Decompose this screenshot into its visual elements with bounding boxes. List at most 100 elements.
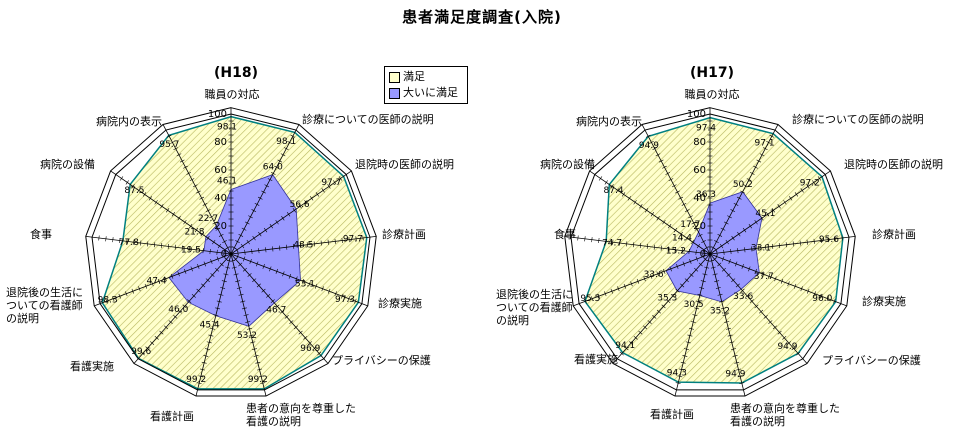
spoke-tick xyxy=(292,243,295,249)
spoke-tick xyxy=(751,246,753,252)
spoke-tick xyxy=(328,288,331,294)
spoke-tick xyxy=(170,141,175,144)
spoke-tick xyxy=(639,243,642,249)
spoke-tick xyxy=(148,196,153,201)
spoke-tick xyxy=(279,309,285,314)
spoke-tick xyxy=(238,262,243,267)
spoke-tick xyxy=(771,243,774,249)
spoke-tick xyxy=(786,341,791,345)
spoke-tick xyxy=(723,221,729,225)
spoke-tick xyxy=(243,314,249,317)
spoke-tick xyxy=(726,273,731,277)
radial-tick-label: 20 xyxy=(214,221,227,232)
spoke-tick xyxy=(166,134,172,138)
category-label: 退院後の生活についての看護師の説明 xyxy=(6,285,83,325)
spoke-tick xyxy=(225,266,231,269)
spoke-tick xyxy=(281,215,285,221)
legend-swatch-satisfied xyxy=(389,71,400,83)
spoke-tick xyxy=(669,266,672,272)
spoke-tick xyxy=(737,231,741,237)
spoke-tick xyxy=(766,141,771,144)
category-label: プライバシーの保護 xyxy=(332,353,431,367)
radial-tick-label: 60 xyxy=(693,165,706,176)
spoke-tick xyxy=(140,240,142,246)
spoke-tick xyxy=(679,368,685,371)
spoke-tick xyxy=(142,192,147,197)
value-label-satisfied: 94.9 xyxy=(725,369,745,379)
spoke-tick xyxy=(754,304,759,309)
spoke xyxy=(589,170,711,255)
value-label-very-satisfied: 36.3 xyxy=(696,190,716,200)
category-label: 看護実施 xyxy=(70,359,114,373)
spoke-tick xyxy=(170,273,174,279)
spoke-tick xyxy=(275,219,279,225)
legend-item-very-satisfied: 大いに満足 xyxy=(389,86,458,100)
spoke-tick xyxy=(258,248,260,254)
spoke-tick xyxy=(702,273,708,276)
spoke-tick xyxy=(275,304,280,309)
spoke xyxy=(230,253,267,397)
spoke-tick xyxy=(197,263,200,269)
spoke-tick xyxy=(743,184,749,188)
spoke-tick xyxy=(785,242,788,248)
spoke-tick xyxy=(800,188,804,193)
spoke-tick xyxy=(642,325,648,330)
spoke-tick xyxy=(269,223,273,229)
spoke-tick xyxy=(769,134,775,138)
spoke-tick xyxy=(772,325,778,330)
spoke-tick xyxy=(321,286,324,292)
spoke-tick xyxy=(701,240,706,244)
spoke-tick xyxy=(584,236,586,242)
spoke-tick xyxy=(133,239,135,245)
radial-tick-label: 0 xyxy=(221,249,227,260)
spoke xyxy=(709,235,856,255)
spoke-tick xyxy=(656,271,659,277)
spoke-tick xyxy=(321,188,325,193)
category-label: 患者の意向を尊重した看護の説明 xyxy=(730,401,840,428)
spoke-tick xyxy=(254,202,260,206)
category-label: 看護実施 xyxy=(574,352,618,366)
spoke-tick xyxy=(730,248,732,254)
category-label: 患者の意向を尊重した看護の説明 xyxy=(246,401,356,428)
value-label-satisfied: 74.7 xyxy=(602,239,622,249)
spoke-tick xyxy=(759,153,765,157)
spoke-tick xyxy=(173,314,178,319)
spoke-tick xyxy=(306,242,309,248)
spoke-tick xyxy=(253,355,259,357)
spoke-tick xyxy=(791,346,796,351)
spoke-tick xyxy=(633,200,637,205)
spoke-tick xyxy=(235,240,240,244)
spoke-tick xyxy=(218,293,224,296)
spoke-tick xyxy=(210,327,216,330)
spoke-tick xyxy=(137,188,141,193)
spoke xyxy=(230,253,368,307)
spoke-tick xyxy=(151,281,154,287)
spoke-tick xyxy=(765,212,770,217)
spoke-tick xyxy=(205,278,210,283)
radial-tick-label: 100 xyxy=(687,109,706,120)
spoke-tick xyxy=(733,202,739,206)
spoke-tick xyxy=(782,335,787,340)
spoke-tick xyxy=(131,288,134,294)
spoke-tick xyxy=(721,267,726,272)
spoke-tick xyxy=(676,263,679,269)
spoke-tick xyxy=(210,259,213,264)
spoke-tick xyxy=(638,330,643,335)
spoke-tick xyxy=(164,276,167,282)
spoke-tick xyxy=(222,240,227,244)
legend-label-satisfied: 満足 xyxy=(403,70,425,83)
spoke-tick xyxy=(283,147,289,151)
spoke-tick xyxy=(645,134,651,138)
spoke-tick xyxy=(604,291,607,297)
spoke-tick xyxy=(131,184,135,189)
spoke-tick xyxy=(604,180,608,185)
spoke-tick xyxy=(179,159,185,163)
spoke-tick xyxy=(725,327,731,330)
spoke-tick xyxy=(205,348,211,351)
spoke-tick xyxy=(248,334,254,337)
spoke-tick xyxy=(666,299,671,304)
spoke-tick xyxy=(184,268,187,274)
spoke-tick xyxy=(248,215,253,219)
spoke-tick xyxy=(190,266,193,272)
value-label-very-satisfied: 46.0 xyxy=(168,305,188,315)
